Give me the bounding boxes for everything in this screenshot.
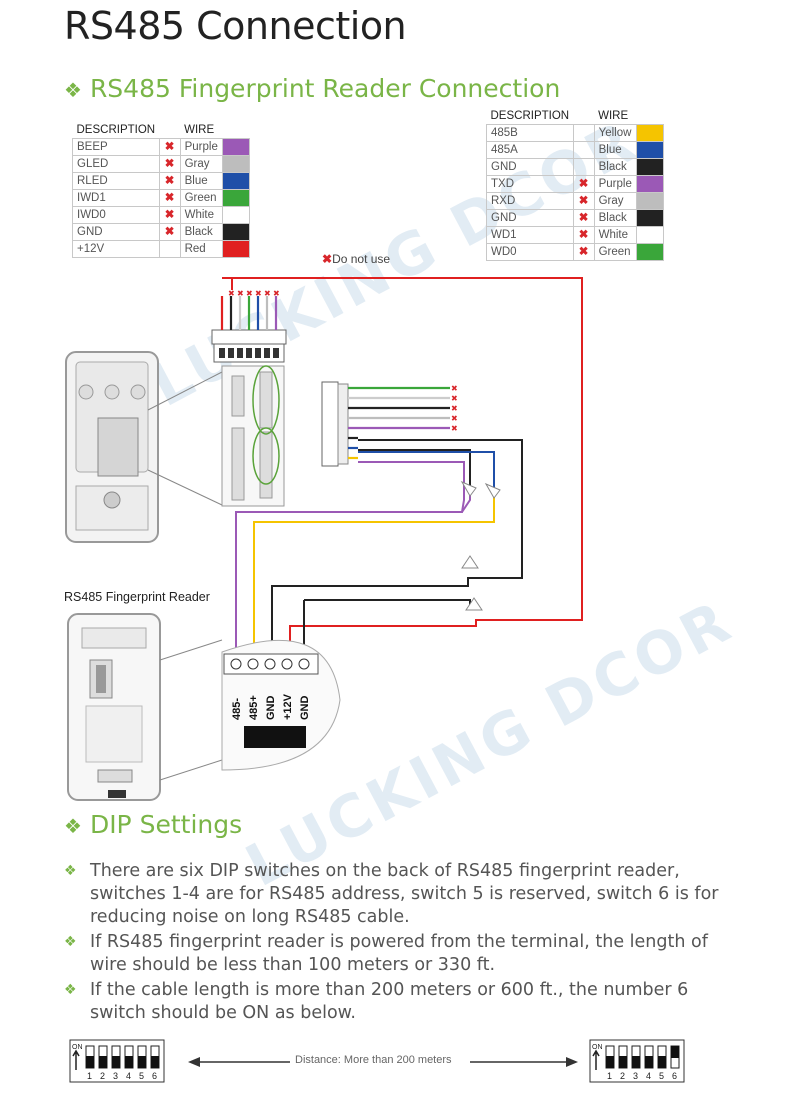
list-item: ❖If the cable length is more than 200 me… (64, 980, 689, 1023)
wire-color-swatch (635, 226, 664, 244)
terminal-pin (247, 658, 259, 670)
cross-icon: ✖ (273, 289, 280, 298)
diamond-bullet-icon: ❖ (64, 982, 77, 998)
wire-color-swatch (635, 124, 664, 142)
cell-wire: Gray (593, 192, 637, 210)
cross-icon: ✖ (451, 424, 458, 433)
terminal-label: +12V (282, 693, 294, 720)
wire-color-swatch (221, 240, 250, 258)
cross-icon: ✖ (255, 289, 262, 298)
table-row: IWD0✖White (72, 206, 250, 224)
wire-color-swatch (635, 243, 664, 261)
wire-color-swatch (635, 209, 664, 227)
connector-pin (219, 348, 225, 358)
connector-pin (246, 348, 252, 358)
do-not-use-legend: ✖Do not use (322, 252, 390, 266)
cross-icon: ✖ (451, 394, 458, 403)
connector-pin (273, 348, 279, 358)
diamond-bullet-icon: ❖ (64, 863, 77, 879)
wire-color-swatch (221, 189, 250, 207)
terminal-label: GND (299, 696, 311, 721)
table-row: WD1✖White (486, 226, 664, 244)
wire-color-swatch (221, 223, 250, 241)
table-row: RXD✖Gray (486, 192, 664, 210)
table-row: WD0✖Green (486, 243, 664, 261)
terminal-board-zoom (221, 365, 285, 507)
cross-icon: ✖ (451, 384, 458, 393)
terminal-connector: ✖✖✖✖✖✖ (211, 289, 287, 363)
table-row: GLED✖Gray (72, 155, 250, 173)
cross-icon: ✖ (451, 414, 458, 423)
cell-wire: White (179, 206, 223, 224)
terminal-label: 485- (231, 698, 243, 720)
col-wire: WIRE (184, 124, 215, 136)
do-not-use-text: Do not use (332, 252, 391, 266)
wire-color-swatch (635, 192, 664, 210)
cell-wire: Red (179, 240, 223, 258)
cross-icon: ✖ (451, 404, 458, 413)
diamond-bullet-icon: ❖ (64, 934, 77, 950)
wire-color-swatch (221, 172, 250, 190)
connector-pin (228, 348, 234, 358)
reader-connector: ✖✖✖✖✖ (321, 381, 458, 467)
section-heading-text: DIP Settings (89, 810, 243, 839)
cell-wire: Gray (179, 155, 223, 173)
cell-wire: Black (593, 209, 637, 227)
list-item: ❖If RS485 fingerprint reader is powered … (64, 932, 708, 975)
page-title: RS485 Connection (64, 4, 407, 48)
section-heading-text: RS485 Fingerprint Reader Connection (89, 74, 561, 103)
table-row: IWD1✖Green (72, 189, 250, 207)
cell-description: +12V (72, 240, 160, 258)
cell-wire: Purple (179, 138, 223, 156)
diamond-bullet-icon: ❖ (64, 814, 82, 838)
terminal-pin (281, 658, 293, 670)
terminal-label: GND (265, 696, 277, 721)
cell-wire: White (593, 226, 637, 244)
section-heading-connection: ❖ RS485 Fingerprint Reader Connection (64, 74, 560, 103)
col-wire: WIRE (598, 110, 629, 122)
table-row: TXD✖Purple (486, 175, 664, 193)
interconnect-wires (222, 277, 583, 656)
cell-wire: Yellow (593, 124, 637, 142)
table-row: RLED✖Blue (72, 172, 250, 190)
cell-wire: Green (593, 243, 637, 261)
cell-wire: Blue (179, 172, 223, 190)
cell-wire: Green (179, 189, 223, 207)
terminal-device-illustration (65, 351, 223, 543)
terminal-pin (264, 658, 276, 670)
diamond-bullet-icon: ❖ (64, 78, 82, 102)
reader-label: RS485 Fingerprint Reader (64, 590, 210, 604)
terminal-pin (230, 658, 242, 670)
cross-icon: ✖ (228, 289, 235, 298)
table-row: GND✖Black (486, 209, 664, 227)
cross-icon: ✖ (246, 289, 253, 298)
fingerprint-reader-illustration (67, 613, 223, 801)
col-description: DESCRIPTION (76, 124, 156, 136)
cross-icon: ✖ (237, 289, 244, 298)
connector-pin (255, 348, 261, 358)
cell-description: TXD (486, 175, 574, 193)
table-row: +12V Red (72, 240, 250, 258)
cross-icon: ✖ (264, 289, 271, 298)
wire-color-swatch (635, 141, 664, 159)
cross-icon: ✖ (322, 252, 333, 266)
connector-pin (264, 348, 270, 358)
dip-notes: ❖There are six DIP switches on the back … (64, 860, 724, 1027)
terminal-pin (298, 658, 310, 670)
reader-terminal-zoom: 485- 485+ GND +12V GND (221, 639, 341, 771)
list-item: ❖There are six DIP switches on the back … (64, 861, 719, 927)
terminal-label: 485+ (248, 695, 260, 720)
col-description: DESCRIPTION (490, 110, 570, 122)
section-heading-dip: ❖ DIP Settings (64, 810, 242, 839)
distance-label: Distance: More than 200 meters (295, 1054, 452, 1066)
table-row: BEEP✖Purple (72, 138, 250, 156)
connector-pin (237, 348, 243, 358)
